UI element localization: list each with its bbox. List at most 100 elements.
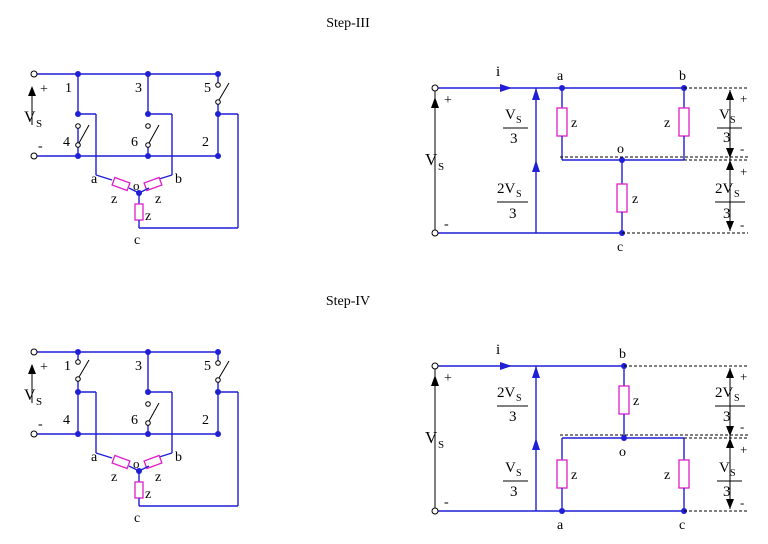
switch-5 — [215, 360, 230, 383]
svg-text:-: - — [740, 419, 744, 434]
svg-text:z: z — [145, 209, 151, 224]
svg-text:S: S — [516, 189, 522, 200]
svg-text:+: + — [740, 164, 747, 179]
load-resistor-a — [111, 454, 131, 470]
svg-text:z: z — [145, 487, 151, 502]
svg-text:S: S — [36, 396, 42, 408]
svg-text:o: o — [133, 456, 140, 471]
svg-text:2V: 2V — [715, 385, 734, 401]
svg-text:-: - — [38, 139, 43, 154]
switch-1 — [75, 359, 90, 382]
step-iv-title: Step-IV — [326, 294, 370, 309]
svg-text:a: a — [91, 172, 98, 187]
source-label: V — [425, 428, 438, 447]
load-resistor-b — [143, 454, 163, 470]
svg-text:z: z — [664, 116, 670, 131]
source-label: V — [425, 150, 438, 169]
svg-text:+: + — [40, 82, 48, 97]
svg-text:+: + — [740, 442, 747, 457]
current-label: i — [496, 342, 500, 358]
svg-text:o: o — [617, 142, 624, 157]
resistor-zb — [678, 107, 690, 137]
switch-6-label: 6 — [131, 135, 138, 150]
svg-text:-: - — [444, 217, 449, 232]
svg-text:z: z — [571, 116, 577, 131]
svg-text:b: b — [679, 69, 686, 84]
svg-text:-: - — [444, 495, 449, 510]
svg-text:S: S — [730, 115, 736, 126]
svg-text:c: c — [679, 518, 685, 533]
switch-2-label: 2 — [202, 135, 209, 150]
svg-text:-: - — [740, 217, 744, 232]
source-label: V — [24, 387, 36, 404]
switch-6 — [145, 123, 160, 148]
load-resistor-c — [134, 481, 144, 499]
current-label: i — [496, 64, 500, 80]
svg-text:z: z — [111, 470, 117, 485]
svg-text:3: 3 — [509, 206, 517, 222]
svg-text:c: c — [134, 233, 140, 248]
svg-text:S: S — [438, 439, 444, 451]
resistor-za — [556, 459, 568, 489]
svg-text:S: S — [734, 393, 740, 404]
switch-4-label: 4 — [63, 413, 70, 428]
step-iv-equivalent: + - V S i 2V S 3 V S 3 b z o z z a — [425, 342, 748, 533]
svg-text:c: c — [134, 511, 140, 526]
vs-positive-terminal — [30, 70, 38, 78]
source-label: V — [24, 109, 36, 126]
svg-text:z: z — [632, 192, 638, 207]
switch-4-label: 4 — [63, 135, 70, 150]
svg-text:V: V — [719, 107, 730, 123]
svg-text:z: z — [155, 470, 161, 485]
switch-1-label: 1 — [64, 359, 71, 374]
svg-text:2V: 2V — [497, 385, 516, 401]
load-resistor-c — [134, 203, 144, 221]
svg-text:c: c — [617, 240, 623, 255]
svg-text:-: - — [740, 141, 744, 156]
switch-1-label: 1 — [65, 81, 72, 96]
svg-text:S: S — [734, 189, 740, 200]
svg-text:+: + — [444, 93, 452, 108]
svg-text:S: S — [516, 115, 522, 126]
svg-text:3: 3 — [510, 131, 518, 147]
svg-text:V: V — [719, 460, 730, 476]
svg-text:-: - — [740, 495, 744, 510]
svg-text:b: b — [175, 172, 182, 187]
svg-text:a: a — [557, 69, 564, 84]
svg-text:2V: 2V — [497, 181, 516, 197]
switch-3-label: 3 — [135, 81, 142, 96]
switch-5-label: 5 — [204, 81, 211, 96]
resistor-zc — [678, 459, 690, 489]
switch-2-label: 2 — [202, 413, 209, 428]
step-iii-equivalent: + - V S i V S 3 2V S 3 a b z z o — [425, 64, 748, 255]
svg-text:b: b — [619, 347, 626, 362]
svg-text:V: V — [505, 460, 516, 476]
switch-6-label: 6 — [131, 413, 138, 428]
svg-text:S: S — [516, 468, 522, 479]
step-iii-title: Step-III — [326, 16, 370, 31]
svg-text:+: + — [740, 91, 747, 106]
svg-text:V: V — [505, 107, 516, 123]
switch-5 — [215, 82, 230, 105]
switch-6 — [145, 401, 160, 426]
svg-text:-: - — [38, 417, 43, 432]
svg-text:o: o — [133, 178, 140, 193]
load-resistor-a — [111, 176, 131, 192]
resistor-zb — [618, 385, 630, 415]
svg-text:3: 3 — [510, 484, 518, 500]
svg-text:2V: 2V — [715, 181, 734, 197]
svg-text:z: z — [633, 394, 639, 409]
svg-text:z: z — [664, 468, 670, 483]
svg-text:+: + — [40, 360, 48, 375]
svg-text:3: 3 — [723, 206, 731, 222]
svg-text:z: z — [111, 192, 117, 207]
svg-text:a: a — [91, 450, 98, 465]
svg-text:+: + — [740, 369, 747, 384]
svg-text:3: 3 — [723, 130, 731, 146]
svg-text:b: b — [175, 450, 182, 465]
svg-text:z: z — [155, 192, 161, 207]
svg-text:3: 3 — [509, 409, 517, 425]
resistor-zc — [616, 183, 628, 213]
